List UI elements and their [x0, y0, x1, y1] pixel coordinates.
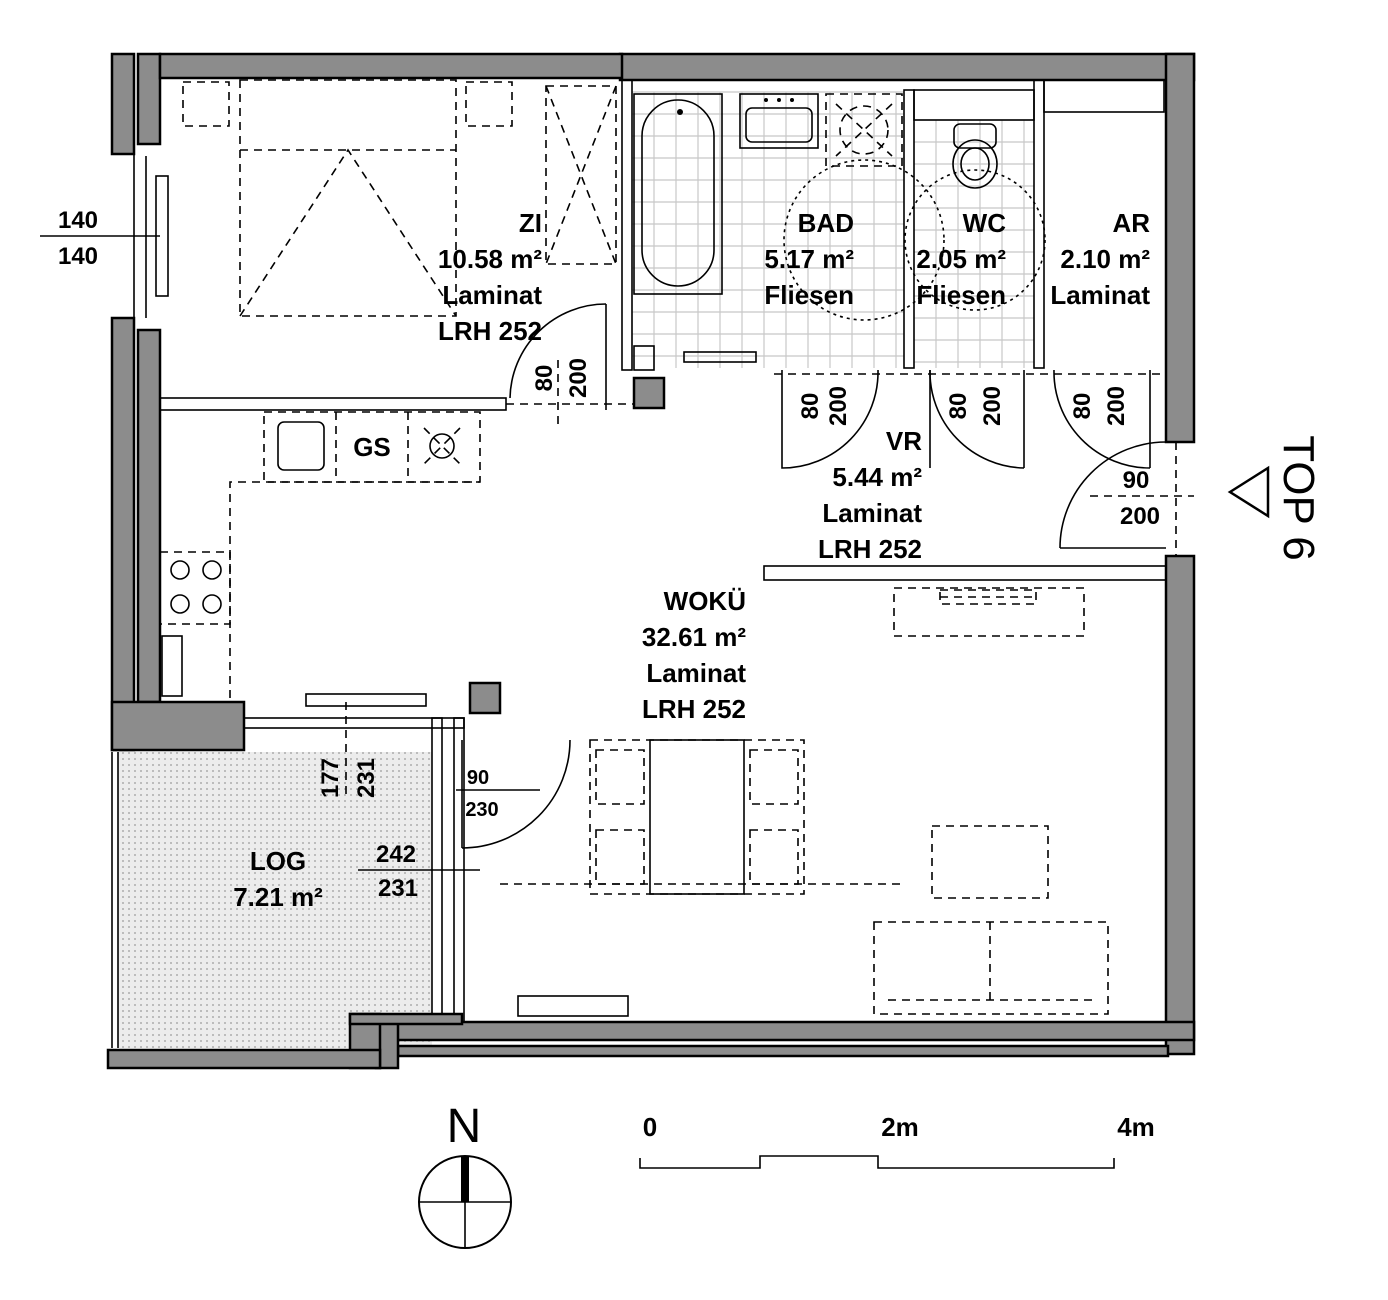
door-ar-dimension: 80 200 — [1069, 386, 1130, 426]
svg-text:230: 230 — [465, 799, 498, 821]
svg-text:Laminat: Laminat — [1050, 280, 1150, 310]
scale-label-0: 0 — [643, 1112, 657, 1142]
living-furniture — [305, 587, 1109, 1017]
svg-text:90: 90 — [467, 767, 489, 789]
svg-text:231: 231 — [353, 758, 380, 798]
svg-text:Laminat: Laminat — [822, 498, 922, 528]
window-log-top-dimension: 177 231 — [317, 758, 380, 798]
svg-text:Fliesen: Fliesen — [764, 280, 854, 310]
svg-text:200: 200 — [825, 386, 852, 426]
svg-text:32.61 m²: 32.61 m² — [642, 622, 746, 652]
svg-text:VR: VR — [886, 426, 922, 456]
svg-text:177: 177 — [317, 758, 344, 798]
window-dimension: 140 140 — [58, 207, 98, 270]
svg-text:200: 200 — [1103, 386, 1130, 426]
svg-text:BAD: BAD — [798, 208, 854, 238]
svg-text:80: 80 — [1069, 393, 1096, 420]
svg-text:Laminat: Laminat — [646, 658, 746, 688]
room-vr-label: VR 5.44 m² Laminat LRH 252 — [818, 426, 922, 564]
svg-text:242: 242 — [376, 841, 416, 868]
window-left — [40, 144, 169, 318]
svg-text:140: 140 — [58, 243, 98, 270]
unit-label: TOP 6 — [1274, 435, 1323, 561]
scale-label-2m: 2m — [881, 1112, 919, 1142]
north-label: N — [447, 1100, 482, 1153]
svg-text:5.44 m²: 5.44 m² — [832, 462, 922, 492]
svg-text:LRH 252: LRH 252 — [818, 534, 922, 564]
room-ar-label: AR 2.10 m² Laminat — [1050, 208, 1150, 310]
window-log-side-dimension: 242 231 — [376, 841, 418, 902]
door-wc-dimension: 80 200 — [945, 386, 1006, 426]
room-zi-label: ZI 10.58 m² Laminat LRH 252 — [438, 208, 542, 346]
svg-text:Laminat: Laminat — [442, 280, 542, 310]
door-log-dimension: 90 230 — [465, 767, 498, 821]
svg-text:200: 200 — [565, 358, 592, 398]
svg-text:200: 200 — [1120, 503, 1160, 530]
scale-label-4m: 4m — [1117, 1112, 1155, 1142]
svg-text:LRH 252: LRH 252 — [642, 694, 746, 724]
door-zi-dimension: 80 200 — [531, 358, 592, 398]
svg-text:90: 90 — [1123, 467, 1150, 494]
svg-text:2.05 m²: 2.05 m² — [916, 244, 1006, 274]
bedroom-furniture — [182, 79, 617, 317]
walls — [106, 52, 1196, 1070]
svg-text:WOKÜ: WOKÜ — [664, 586, 746, 616]
svg-text:WC: WC — [963, 208, 1007, 238]
room-log-label: LOG 7.21 m² — [233, 846, 323, 912]
north-arrow: N — [418, 1100, 512, 1249]
scale-bar: 0 2m 4m — [639, 1112, 1155, 1169]
svg-text:231: 231 — [378, 875, 418, 902]
svg-text:LOG: LOG — [250, 846, 306, 876]
room-wc-label: WC 2.05 m² Fliesen — [916, 208, 1006, 310]
svg-text:ZI: ZI — [519, 208, 542, 238]
bathroom-tiles — [631, 91, 1034, 368]
doors — [345, 303, 1194, 871]
svg-text:80: 80 — [945, 393, 972, 420]
bathroom-fixtures — [633, 93, 1046, 363]
svg-text:2.10 m²: 2.10 m² — [1060, 244, 1150, 274]
svg-text:5.17 m²: 5.17 m² — [764, 244, 854, 274]
svg-text:Fliesen: Fliesen — [916, 280, 1006, 310]
svg-text:AR: AR — [1112, 208, 1150, 238]
svg-text:200: 200 — [979, 386, 1006, 426]
svg-text:LRH 252: LRH 252 — [438, 316, 542, 346]
svg-text:10.58 m²: 10.58 m² — [438, 244, 542, 274]
loggia-floor — [118, 752, 432, 1048]
kitchen — [159, 411, 481, 698]
room-woku-label: WOKÜ 32.61 m² Laminat LRH 252 — [642, 586, 746, 724]
door-bad-dimension: 80 200 — [797, 386, 852, 426]
svg-text:7.21 m²: 7.21 m² — [233, 882, 323, 912]
door-entry-dimension: 90 200 — [1120, 467, 1160, 530]
svg-text:80: 80 — [531, 365, 558, 392]
entry-arrow-icon — [1227, 465, 1270, 519]
room-bad-label: BAD 5.17 m² Fliesen — [764, 208, 854, 310]
dishwasher-label: GS — [353, 432, 391, 462]
svg-text:80: 80 — [797, 393, 824, 420]
svg-text:140: 140 — [58, 207, 98, 234]
